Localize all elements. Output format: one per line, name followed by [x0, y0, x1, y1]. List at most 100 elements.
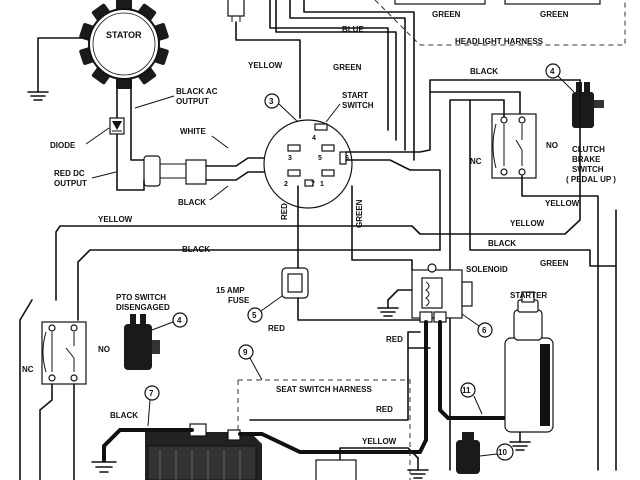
starter-cable [438, 320, 506, 420]
black-wire-label-mid: BLACK [182, 245, 210, 254]
terminal-4: 4 [312, 135, 316, 142]
blue-wire-label: BLUE [342, 25, 364, 34]
solenoid-ground-symbol [377, 307, 399, 317]
red-dc-wire [116, 179, 145, 191]
switch-right-wire [345, 159, 441, 251]
green-top-wire [275, 0, 397, 141]
headlight-harness: GREEN GREEN HEADLIGHT HARNESS [374, 0, 626, 46]
black-wire-label-mid-right: BLACK [488, 239, 516, 248]
solenoid-red-wire [407, 331, 431, 349]
terminal-7: 7 [311, 181, 315, 188]
callout-7-circle [144, 385, 160, 401]
stator: STATOR [79, 0, 169, 89]
callout-11-leader [473, 395, 483, 415]
callout-9: 9 [243, 348, 248, 357]
top-yellow-wire [235, 21, 301, 119]
callout-4-circle-pto [172, 312, 188, 328]
fuse-label-1: 15 AMP [216, 286, 245, 295]
white-leader [211, 135, 229, 149]
stator-ground-symbol [27, 91, 49, 101]
clutch-label-4: ( PEDAL UP ) [566, 175, 616, 184]
black-wire-label-left: BLACK [178, 198, 206, 207]
seat-switch-connector [315, 459, 357, 480]
start-switch-label-2: SWITCH [342, 101, 374, 110]
black-ac-wire [205, 171, 281, 181]
green-vertical-wire [351, 185, 413, 271]
clutch-no-label: NO [546, 141, 558, 150]
callout-5-leader [260, 295, 283, 312]
clutch-label-1: CLUTCH [572, 145, 605, 154]
black-ac-output-label-2: OUTPUT [176, 97, 209, 106]
clutch-brake-switch-part [572, 82, 604, 128]
clutch-label-2: BRAKE [572, 155, 601, 164]
clutch-brake-switch-block [491, 113, 537, 179]
callout-6-leader [461, 313, 480, 327]
stator-ground-wire [37, 37, 90, 93]
callout-11: 11 [462, 386, 471, 395]
yellow-wire-label-mid-right: YELLOW [510, 219, 545, 228]
battery-positive-cable [318, 320, 428, 454]
yellow-long-wire [55, 79, 581, 301]
callout-7: 7 [149, 389, 154, 398]
start-switch: 4 3 5 6 2 7 1 [263, 119, 353, 209]
green-wire-label-right: GREEN [540, 259, 569, 268]
callout-10-leader [479, 453, 498, 457]
start-switch-leader [325, 103, 341, 123]
callout-6-circle [477, 322, 493, 338]
callout-10-circle [496, 443, 514, 461]
black-long-wire [77, 249, 441, 321]
pto-label-2: DISENGAGED [116, 303, 170, 312]
yellow-wire-label-seat: YELLOW [362, 437, 397, 446]
battery-positive-link [238, 432, 322, 454]
yellow-wire-label-left: YELLOW [98, 215, 133, 224]
black-wire-label-top: BLACK [470, 67, 498, 76]
white-wire-label: WHITE [180, 127, 206, 136]
pto-switch-block [41, 321, 87, 385]
diode-label: DIODE [50, 141, 76, 150]
red-wire-label-fuse: RED [268, 324, 285, 333]
fuse [281, 267, 309, 299]
callout-9-leader [249, 357, 263, 381]
blue-wire [269, 0, 389, 131]
pto-nc-label: NC [22, 365, 34, 374]
callout-10: 10 [498, 448, 507, 457]
starter-label: STARTER [510, 291, 547, 300]
terminal-1: 1 [320, 181, 324, 188]
headlight-harness-label: HEADLIGHT HARNESS [455, 37, 544, 46]
seat-switch-harness-label: SEAT SWITCH HARNESS [276, 385, 373, 394]
solenoid-ground-wire [387, 289, 413, 309]
callout-4-circle-top [545, 63, 561, 79]
top-wire-4 [303, 0, 415, 161]
callout-4-top-leader [557, 75, 575, 93]
fuse-label-2: FUSE [228, 296, 250, 305]
diode-leader [85, 127, 110, 145]
headlight-green-label-2: GREEN [540, 10, 569, 19]
callout-4-pto: 4 [177, 316, 182, 325]
terminal-3: 3 [288, 155, 292, 162]
red-dc-leader [91, 171, 117, 179]
terminal-6: 6 [345, 155, 349, 162]
black-wire-label-battery: BLACK [110, 411, 138, 420]
pto-label-1: PTO SWITCH [116, 293, 166, 302]
green-wire-label-vertical: GREEN [355, 199, 364, 228]
callout-7-leader [147, 399, 151, 427]
red-wire-label-seat: RED [376, 405, 393, 414]
callout-4-pto-leader [151, 321, 174, 331]
red-wire-label-vertical: RED [280, 203, 289, 220]
callout-5-circle [247, 307, 263, 323]
fuse-red-wire [297, 297, 421, 321]
red-wire-label-solenoid: RED [386, 335, 403, 344]
yellow-wire-label-top: YELLOW [248, 61, 283, 70]
callout-3: 3 [269, 97, 274, 106]
pto-bottom-wire-left [39, 383, 53, 480]
terminal-2: 2 [284, 181, 288, 188]
battery-ground-symbol [91, 461, 117, 473]
stator-output-wire-right [130, 79, 149, 161]
clutch-bottom-wire [521, 175, 599, 471]
pto-no-label: NO [98, 345, 110, 354]
black-top-wire [429, 79, 581, 93]
seat-switch-part [456, 432, 480, 474]
right-mid-wire [469, 99, 617, 267]
red-dc-output-label-1: RED DC [54, 169, 85, 178]
